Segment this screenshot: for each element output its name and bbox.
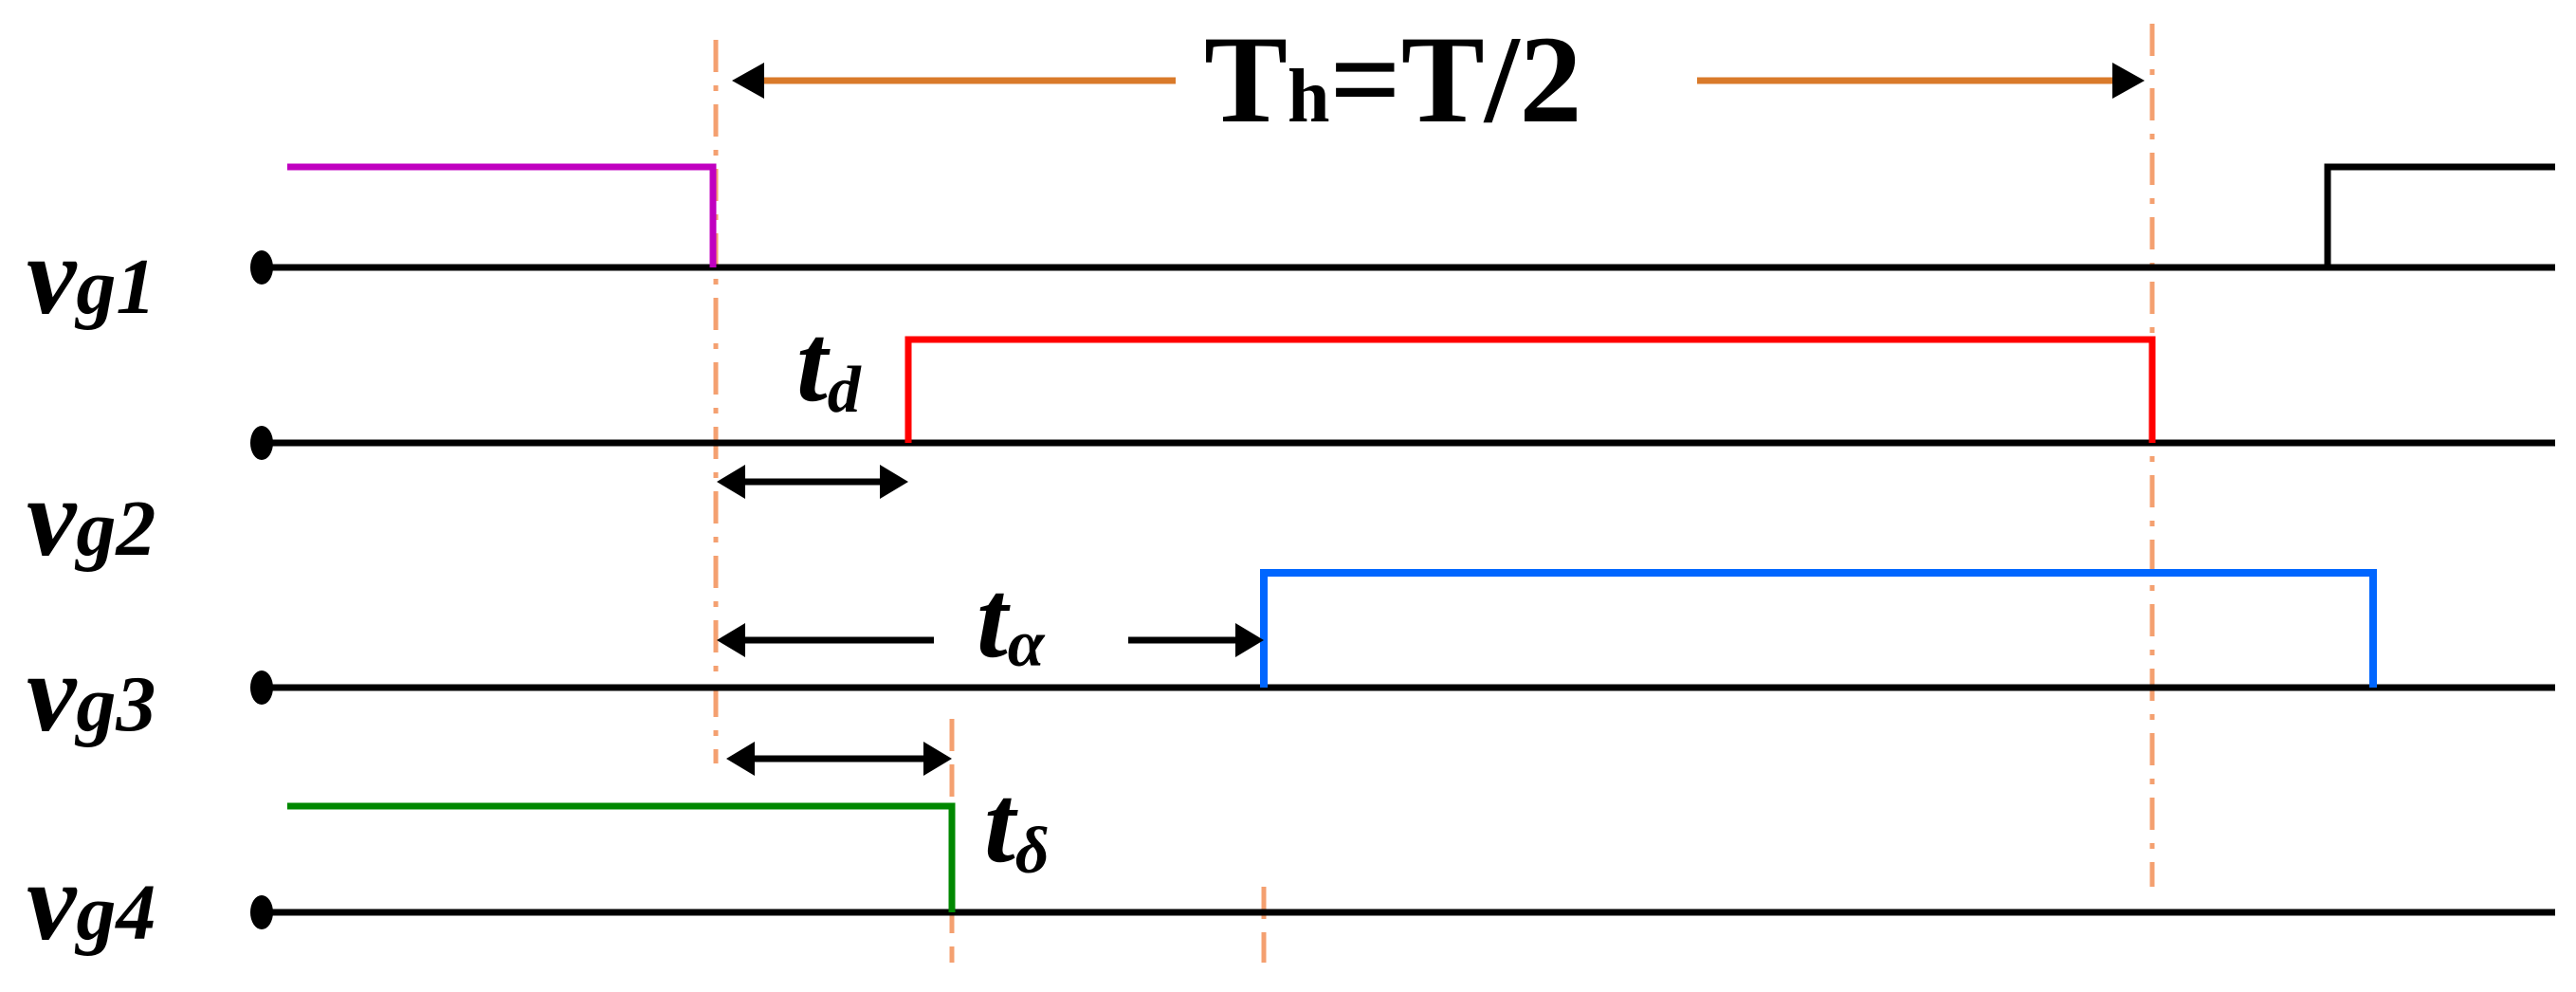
arrowhead-right [1235,623,1264,657]
talpha-label: tα [977,557,1046,681]
terminal-dot [250,250,273,285]
half-period-label: Th=T/2 [1204,9,1581,149]
baseline-vg3 [250,671,2555,705]
signal-label-vg4: vg4 [27,839,155,964]
terminal-dot [250,671,273,705]
pulse-vg3 [1260,569,2377,688]
arrowhead-left [732,63,764,99]
talpha-arrow [717,623,1264,657]
td-arrow [717,465,908,499]
arrowhead-right [923,742,952,776]
arrowhead-left [717,465,745,499]
tdelta-label: tδ [984,762,1050,888]
signal-label-vg1: vg1 [27,213,155,338]
guide-lines [713,24,2155,963]
terminal-dot [250,426,273,460]
arrowhead-left [726,742,755,776]
pulses [287,163,2555,912]
half-period-arrow [732,63,2145,99]
baselines [250,250,2555,929]
tdelta-arrow [726,742,952,776]
baseline-vg1 [250,250,2555,285]
pulse-vg1-next [2324,163,2555,267]
pulse-vg2 [904,336,2156,443]
td-label: td [796,301,862,427]
arrowhead-right [2112,63,2145,99]
baseline-vg4 [250,895,2555,929]
terminal-dot [250,895,273,929]
arrowhead-right [880,465,908,499]
signal-label-vg2: vg2 [27,455,155,579]
pulse-vg1 [287,163,717,267]
baseline-vg2 [250,426,2555,460]
arrowhead-left [717,623,745,657]
signal-label-vg3: vg3 [27,631,155,755]
pulse-vg4 [287,802,956,912]
